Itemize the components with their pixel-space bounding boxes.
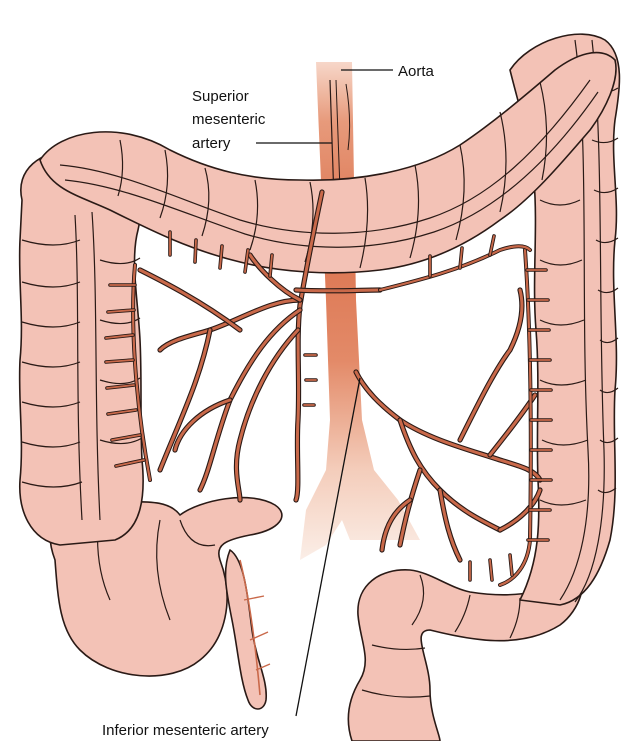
sma-label-line-3: artery (192, 135, 231, 152)
ima-label: Inferior mesenteric artery (102, 722, 269, 739)
sma-label-line-1: Superior (192, 88, 249, 105)
sma-label-line-2: mesenteric (192, 111, 266, 128)
inferior-mesenteric-artery-tree (356, 236, 551, 585)
appendix (226, 550, 270, 709)
aorta (300, 62, 420, 560)
aorta-label: Aorta (398, 63, 435, 80)
